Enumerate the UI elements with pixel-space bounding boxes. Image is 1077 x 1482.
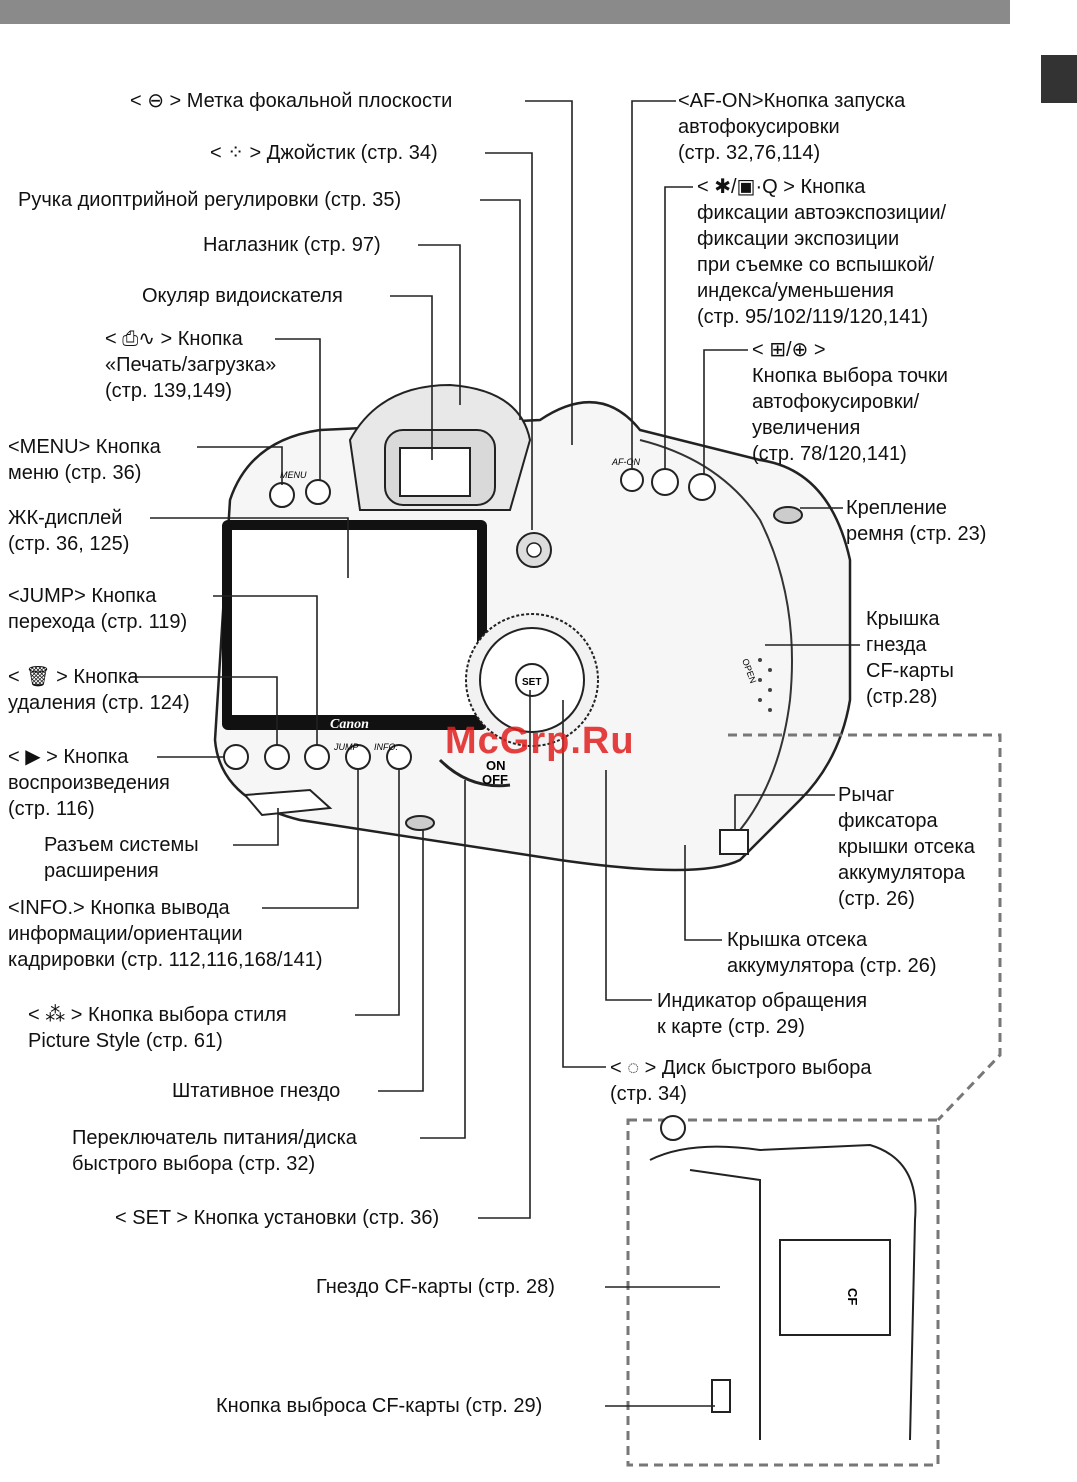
label-quick-dial: < ◌ > Диск быстрого выбора (стр. 34) [610,1057,872,1105]
label-eyepiece: Окуляр видоискателя [142,285,343,307]
leader-lines [130,100,860,1407]
chapter-tab [1041,55,1077,103]
label-ext-system: Разъем системы расширения [44,834,199,882]
set-mark: SET [522,677,541,688]
label-battery-cover: Крышка отсека аккумулятора (стр. 26) [727,929,937,977]
label-af-on: <AF-ON>Кнопка запуска автофокусировки (с… [678,90,906,164]
lcd-screen [232,530,477,715]
label-lcd: ЖК-дисплей (стр. 36, 125) [8,507,130,555]
on-mark: ON [486,758,506,773]
header-bar [0,0,1010,24]
label-diopter: Ручка диоптрийной регулировки (стр. 35) [18,189,402,211]
label-info: <INFO.> Кнопка вывода информации/ориента… [8,897,323,971]
jump-button[interactable] [304,744,330,770]
label-set: < SET > Кнопка установки (стр. 36) [115,1207,440,1229]
label-print-share: < ⎙∿ > Кнопка «Печать/загрузка» (стр. 13… [105,328,277,402]
label-joystick: < ⁘ > Джойстик (стр. 34) [210,142,438,164]
battery-lever[interactable] [719,829,749,855]
jump-mark: JUMP [333,742,359,752]
cf-eject-button[interactable] [711,1379,731,1413]
menu-button[interactable] [269,482,295,508]
af-point-button[interactable] [688,473,716,501]
label-power-switch: Переключатель питания/диска быстрого выб… [72,1127,357,1175]
label-cf-eject: Кнопка выброса CF-карты (стр. 29) [216,1395,543,1417]
brand-mark: Canon [330,717,369,732]
cf-mark: CF [845,1288,860,1305]
label-erase: < 🗑 > Кнопка удаления (стр. 124) [8,666,190,714]
label-battery-lever: Рычаг фиксатора крышки отсека аккумулято… [838,784,975,910]
menu-mark: MENU [280,470,307,480]
info-mark: INFO. [374,742,398,752]
info-button[interactable] [345,744,371,770]
label-picture-style: < ⁂ > Кнопка выбора стиля Picture Style … [28,1004,287,1052]
ae-lock-button[interactable] [651,468,679,496]
tripod-socket [405,815,435,831]
cf-slot-shape [779,1239,891,1336]
playback-button[interactable] [223,744,249,770]
extension-connector [242,788,333,817]
picture-style-button[interactable] [386,744,412,770]
label-strap: Крепление ремня (стр. 23) [846,497,987,545]
label-cf-slot: Гнездо CF-карты (стр. 28) [316,1276,555,1298]
erase-button[interactable] [264,744,290,770]
set-button[interactable] [515,663,549,697]
label-jump: <JUMP> Кнопка перехода (стр. 119) [8,585,188,633]
label-access-lamp: Индикатор обращения к карте (стр. 29) [657,990,868,1038]
label-af-point: < ⊞/⊕ > Кнопка выбора точки автофокусиро… [752,339,948,465]
watermark: McGrp.Ru [445,720,635,762]
label-eyecup: Наглазник (стр. 97) [203,234,381,256]
eyepiece-window [399,447,471,497]
print-share-button[interactable] [305,479,331,505]
af-on-button[interactable] [620,468,644,492]
label-tripod: Штативное гнездо [172,1080,341,1102]
off-mark: OFF [482,772,508,787]
strap-mount [773,506,803,524]
label-ae-lock: < ✱/▣·Q > Кнопка фиксации автоэкспозиции… [697,176,947,328]
label-menu: <MENU> Кнопка меню (стр. 36) [8,436,161,484]
label-playback: < ▶ > Кнопка воспроизведения (стр. 116) [8,746,170,820]
cf-cover-grip [758,658,772,712]
label-cf-cover: Крышка гнезда CF-карты (стр.28) [866,608,954,708]
detail-frame [626,1118,940,1467]
af-on-mark: AF-ON [611,457,640,467]
label-focal-plane: < ⊖ > Метка фокальной плоскости [130,90,453,112]
